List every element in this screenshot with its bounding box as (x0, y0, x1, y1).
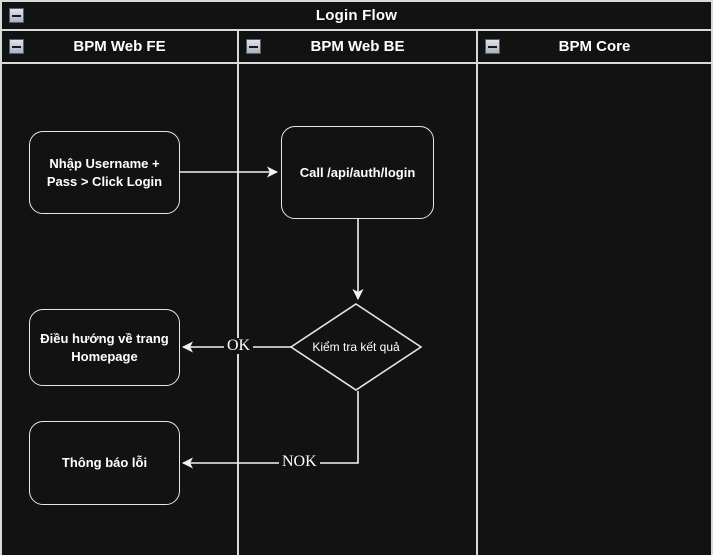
lane-header-divider (2, 62, 711, 64)
task-redirect-homepage-label: Điều hướng về trang Homepage (40, 330, 168, 365)
pool-collapse-icon[interactable] (9, 8, 24, 23)
lane-divider-1 (237, 31, 239, 555)
lane-label-bpm-web-fe: BPM Web FE (73, 38, 166, 55)
task-redirect-homepage[interactable]: Điều hướng về trang Homepage (29, 309, 180, 386)
lane-header-bpm-web-be: BPM Web BE (239, 31, 476, 62)
pool-title-divider (0, 29, 713, 31)
lane-header-bpm-core: BPM Core (478, 31, 711, 62)
task-input-credentials-line2: Pass > Click Login (46, 173, 163, 189)
decision-shape (289, 303, 423, 391)
lane-collapse-icon-bpm-web-fe[interactable] (9, 39, 24, 54)
edge-label-nok: NOK (279, 454, 320, 470)
task-redirect-homepage-line1: Điều hướng về trang (40, 330, 169, 346)
decision-check-result[interactable]: Kiểm tra kết quả (289, 303, 423, 391)
task-call-login-api[interactable]: Call /api/auth/login (281, 126, 434, 219)
pool-border-top (0, 0, 713, 2)
task-redirect-homepage-line2: Homepage (71, 348, 138, 364)
task-input-credentials-line1: Nhập Username + (49, 155, 160, 171)
lane-header-bpm-web-fe: BPM Web FE (2, 31, 237, 62)
task-input-credentials-label: Nhập Username + Pass > Click Login (47, 155, 162, 190)
pool-border-right (711, 0, 713, 555)
task-input-credentials[interactable]: Nhập Username + Pass > Click Login (29, 131, 180, 214)
connector-check-nok (181, 391, 359, 469)
pool-title-band: Login Flow (2, 2, 711, 29)
task-call-login-api-label: Call /api/auth/login (299, 164, 416, 180)
edge-label-ok: OK (224, 338, 254, 354)
decision-check-result-label: Kiểm tra kết quả (312, 340, 400, 354)
lane-collapse-icon-bpm-core[interactable] (485, 39, 500, 54)
lane-label-bpm-web-be: BPM Web BE (310, 38, 405, 55)
pool-border-left (0, 0, 2, 555)
pool-title: Login Flow (315, 7, 398, 24)
task-show-error-label: Thông báo lỗi (61, 455, 148, 471)
lane-divider-2 (476, 31, 478, 555)
task-show-error[interactable]: Thông báo lỗi (29, 421, 180, 505)
lane-label-bpm-core: BPM Core (558, 38, 631, 55)
lane-collapse-icon-bpm-web-be[interactable] (246, 39, 261, 54)
